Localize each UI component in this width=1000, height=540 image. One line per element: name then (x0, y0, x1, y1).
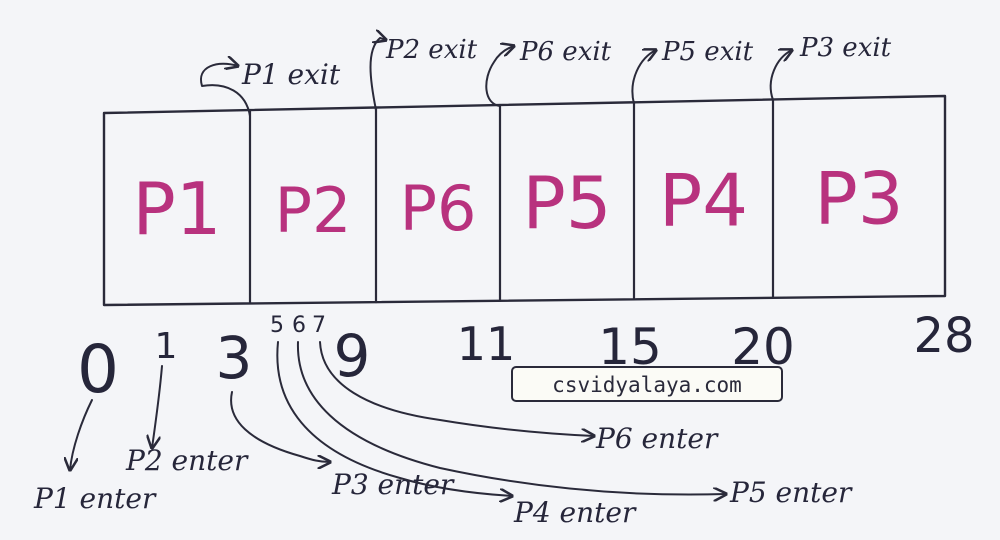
enter-arrow-p6 (319, 341, 594, 436)
axis-tick-1: 1 (155, 326, 178, 367)
gantt-block-label-p1: P1 (132, 167, 221, 251)
gantt-block-label-p3: P3 (814, 156, 903, 240)
enter-label-p6: P6 enter (595, 422, 719, 455)
exit-arrow-p6 (485, 46, 514, 107)
axis-tick-6: 6 (292, 313, 306, 338)
enter-label-p2: P2 enter (125, 444, 249, 477)
exit-label-p1: P1 exit (241, 58, 341, 91)
axis-tick-7: 7 (312, 313, 326, 338)
gantt-block-label-p5: P5 (522, 161, 611, 245)
enter-label-p1: P1 enter (33, 482, 157, 515)
gantt-block-label-p4: P4 (659, 159, 748, 243)
enter-arrow-p4 (276, 341, 512, 496)
enter-arrow-p3 (230, 391, 330, 462)
exit-arrow-p5 (631, 50, 656, 105)
axis-tick-11: 11 (457, 317, 516, 371)
axis-tick-5: 5 (270, 313, 284, 338)
enter-label-p4: P4 enter (513, 496, 637, 529)
enter-label-p3: P3 enter (331, 468, 455, 501)
exit-label-p5: P5 exit (661, 37, 754, 67)
exit-arrow-p2 (369, 38, 387, 111)
gantt-block-label-p2: P2 (275, 174, 352, 247)
watermark-text: csvidyalaya.com (552, 373, 742, 397)
exit-label-p6: P6 exit (519, 37, 612, 67)
enter-arrow-p1 (70, 399, 93, 470)
enter-label-p5: P5 enter (729, 476, 853, 509)
axis-tick-0: 0 (77, 331, 119, 408)
gantt-block-label-p6: P6 (400, 172, 477, 245)
axis-tick-28: 28 (913, 308, 974, 364)
enter-arrow-p2 (152, 365, 163, 448)
exit-arrow-p1 (200, 64, 251, 117)
axis-tick-9: 9 (334, 322, 371, 390)
watermark-box (511, 366, 783, 402)
exit-arrow-p3 (769, 50, 792, 101)
exit-label-p2: P2 exit (385, 35, 478, 65)
enter-arrow-p5 (296, 341, 726, 495)
exit-label-p3: P3 exit (799, 33, 892, 63)
axis-tick-3: 3 (216, 324, 253, 392)
gantt-outline (102, 94, 947, 307)
